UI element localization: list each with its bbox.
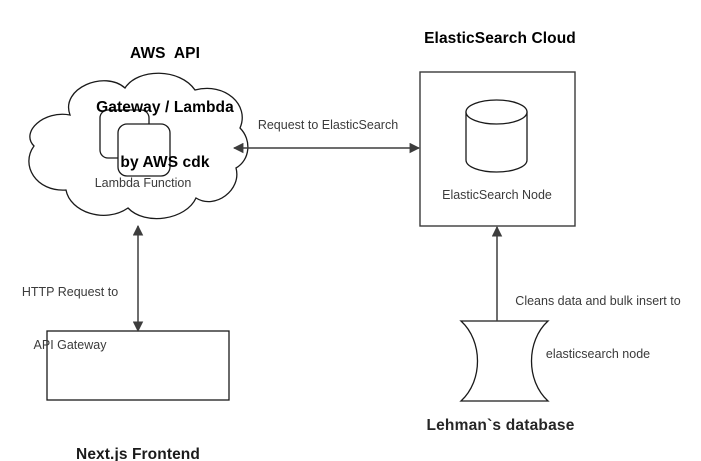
- page-title-elasticsearch: ElasticSearch Cloud: [424, 30, 576, 47]
- edge-label-cleans-data-line2: elasticsearch node: [545, 346, 651, 361]
- page-title-aws-line3: by AWS cdk: [120, 154, 210, 172]
- lambda-function-icon: [99, 109, 171, 177]
- caption-lehman-database: Lehman`s database: [426, 417, 575, 434]
- edge-label-cleans-data: Cleans data and bulk insert to elasticse…: [508, 264, 688, 391]
- elasticsearch-node-label: ElasticSearch Node: [442, 188, 552, 202]
- page-title-aws-line1: AWS API: [130, 44, 200, 62]
- edge-label-http-request: HTTP Request to API Gateway: [8, 255, 132, 382]
- edge-label-cleans-data-line1: Cleans data and bulk insert to: [515, 293, 681, 308]
- edge-label-http-request-line2: API Gateway: [33, 337, 107, 352]
- lehman-database-shape: [459, 320, 550, 402]
- caption-nextjs-frontend: Next.js Frontend deploy by vercel: [48, 409, 228, 461]
- lambda-function-label: Lambda Function: [94, 176, 192, 190]
- edge-label-request-to-elasticsearch: Request to ElasticSearch: [257, 118, 399, 132]
- nextjs-frontend-box: [46, 330, 230, 401]
- database-cylinder-icon: [465, 99, 528, 173]
- page-title-aws: AWS API Gateway / Lambda by AWS cdk: [40, 8, 290, 209]
- page-title-aws-line2: Gateway / Lambda: [96, 99, 234, 117]
- caption-nextjs-frontend-line1: Next.js Frontend: [76, 445, 200, 461]
- edge-label-http-request-line1: HTTP Request to: [21, 284, 119, 299]
